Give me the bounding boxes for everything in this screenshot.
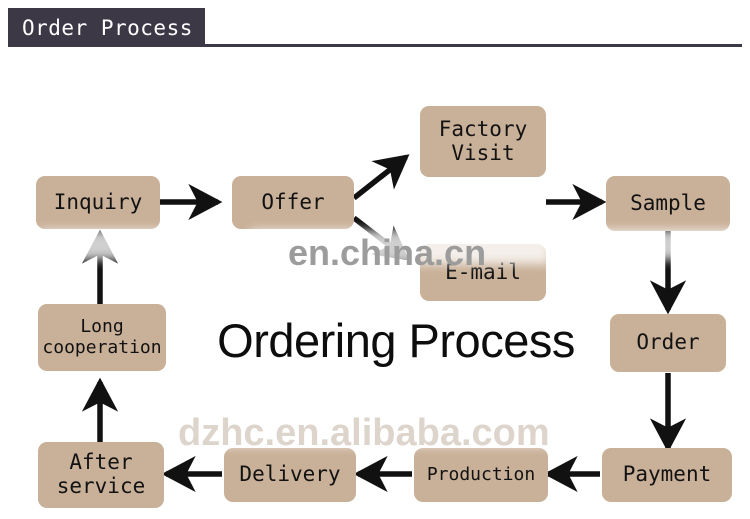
node-after-service[interactable]: After service — [38, 442, 164, 508]
arrow-offer-to-email — [352, 215, 410, 261]
node-email[interactable]: E-mail — [420, 244, 546, 301]
header-divider-rule — [8, 44, 742, 47]
node-payment[interactable]: Payment — [602, 448, 732, 502]
node-delivery[interactable]: Delivery — [224, 448, 356, 502]
node-factory-visit[interactable]: Factory Visit — [420, 106, 546, 177]
node-order[interactable]: Order — [610, 314, 726, 372]
node-production[interactable]: Production — [414, 448, 548, 502]
node-long-cooperation[interactable]: Long cooperation — [38, 304, 166, 371]
arrow-offer-to-factory-visit — [352, 154, 410, 201]
header-tab-label: Order Process — [22, 15, 193, 40]
flow-diagram-canvas: Inquiry Offer Factory Visit E-mail Sampl… — [0, 52, 750, 519]
center-title-ordering-process: Ordering Process — [217, 314, 575, 367]
header-tab-order-process: Order Process — [8, 8, 205, 47]
node-offer[interactable]: Offer — [232, 176, 354, 229]
node-sample[interactable]: Sample — [606, 176, 730, 231]
node-inquiry[interactable]: Inquiry — [36, 176, 160, 229]
